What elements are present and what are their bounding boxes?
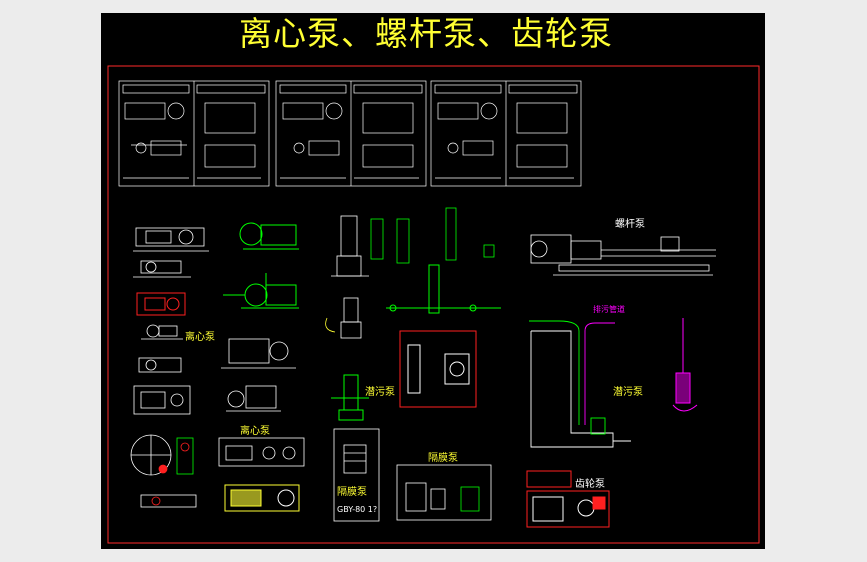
horizontal-pump-1 (133, 227, 209, 252)
label-outlet-pipe: 排污管道 (593, 305, 625, 314)
diaphragm-pump-drawing (396, 464, 492, 521)
sheet-frame (107, 65, 760, 544)
diaphragm-pump-card (333, 428, 380, 522)
green-motor-pump-2 (223, 273, 299, 309)
sewage-pump-small (331, 374, 369, 421)
sewage-pit-drawing (529, 320, 631, 448)
green-motor-pump-1 (239, 222, 299, 250)
label-sewage-pump-a: 潜污泵 (365, 387, 395, 398)
label-diaphragm-pump-a: 隔膜泵 (337, 487, 367, 498)
spec-sheet-3 (430, 80, 582, 187)
label-sewage-pump-b: 潜污泵 (613, 387, 643, 398)
spec-sheet-1 (118, 80, 270, 187)
red-frame-pump (399, 330, 477, 408)
screw-pump-drawing (530, 234, 716, 276)
motor-pump-4 (226, 385, 281, 412)
spec-sheet-2 (275, 80, 427, 187)
gear-pump-drawing (526, 470, 610, 528)
small-pump-1 (141, 324, 183, 340)
label-gear-pump: 齿轮泵 (575, 479, 605, 490)
label-model-number: GBY-80 1? (337, 505, 378, 514)
label-centrifugal-pump-b: 离心泵 (240, 426, 270, 437)
yellow-pump-set (224, 484, 300, 512)
drawing-sheet (107, 65, 760, 544)
framed-pump (133, 385, 191, 415)
centrifugal-pump-set (218, 437, 305, 467)
horizontal-pump-red (136, 292, 186, 316)
shaft-pump (140, 494, 197, 508)
small-pump-2 (138, 357, 182, 373)
label-diaphragm-pump-b: 隔膜泵 (428, 453, 458, 464)
submersible-pump (325, 297, 362, 339)
label-centrifugal-pump-a: 离心泵 (185, 332, 215, 343)
inline-pump (386, 264, 501, 314)
horizontal-pump-2 (133, 260, 191, 278)
drawing-title: 离心泵、螺杆泵、齿轮泵 (239, 14, 613, 53)
cad-drawing-canvas: 离心泵、螺杆泵、齿轮泵 (101, 13, 765, 549)
magenta-submersible-pump (672, 318, 698, 412)
label-screw-pump: 螺杆泵 (615, 219, 645, 230)
vertical-pump-set (331, 207, 495, 277)
motor-pump-3 (221, 338, 296, 369)
impeller-drawing (130, 434, 194, 476)
